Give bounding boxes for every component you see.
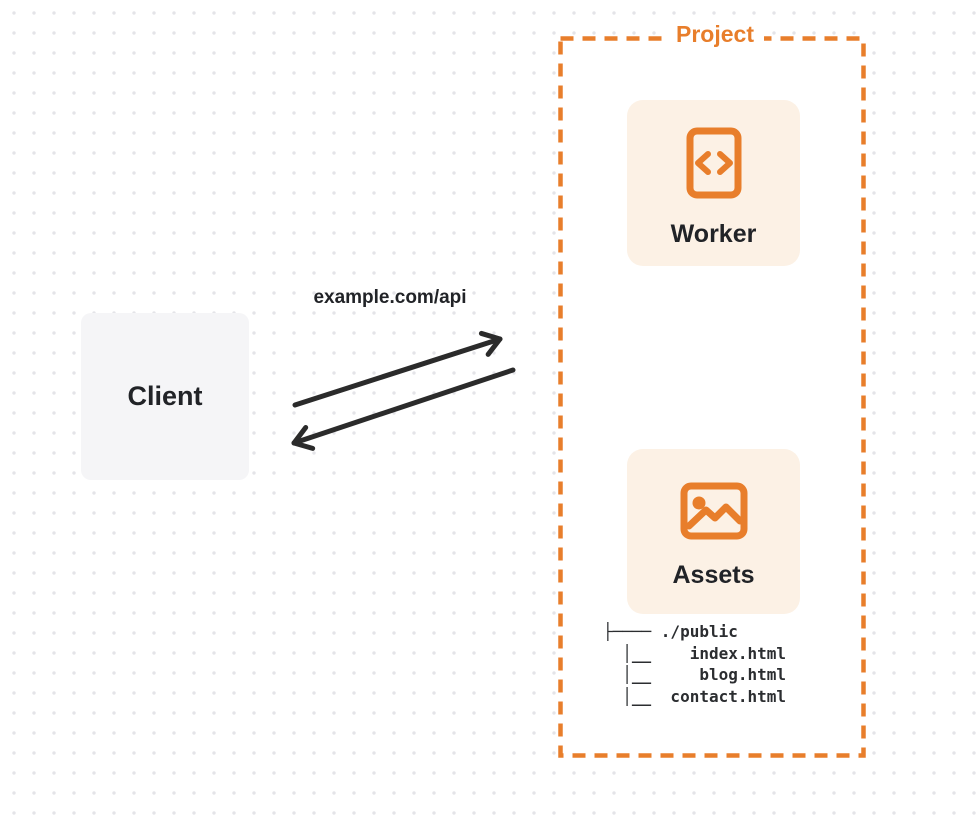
image-icon: [680, 482, 747, 540]
client-node: Client: [81, 313, 249, 480]
worker-label: Worker: [670, 220, 757, 248]
client-label: Client: [127, 380, 203, 411]
file-tree: ├──── ./public │__ index.html │__ blog.h…: [603, 622, 787, 706]
response-arrow: [291, 367, 516, 451]
request-arrow: [292, 330, 503, 408]
assets-node: Assets: [627, 449, 800, 614]
code-file-icon: [686, 127, 741, 199]
worker-node: Worker: [627, 100, 800, 266]
assets-label: Assets: [672, 561, 755, 589]
project-label: Project: [666, 21, 764, 48]
request-url-label: example.com/api: [313, 287, 467, 308]
